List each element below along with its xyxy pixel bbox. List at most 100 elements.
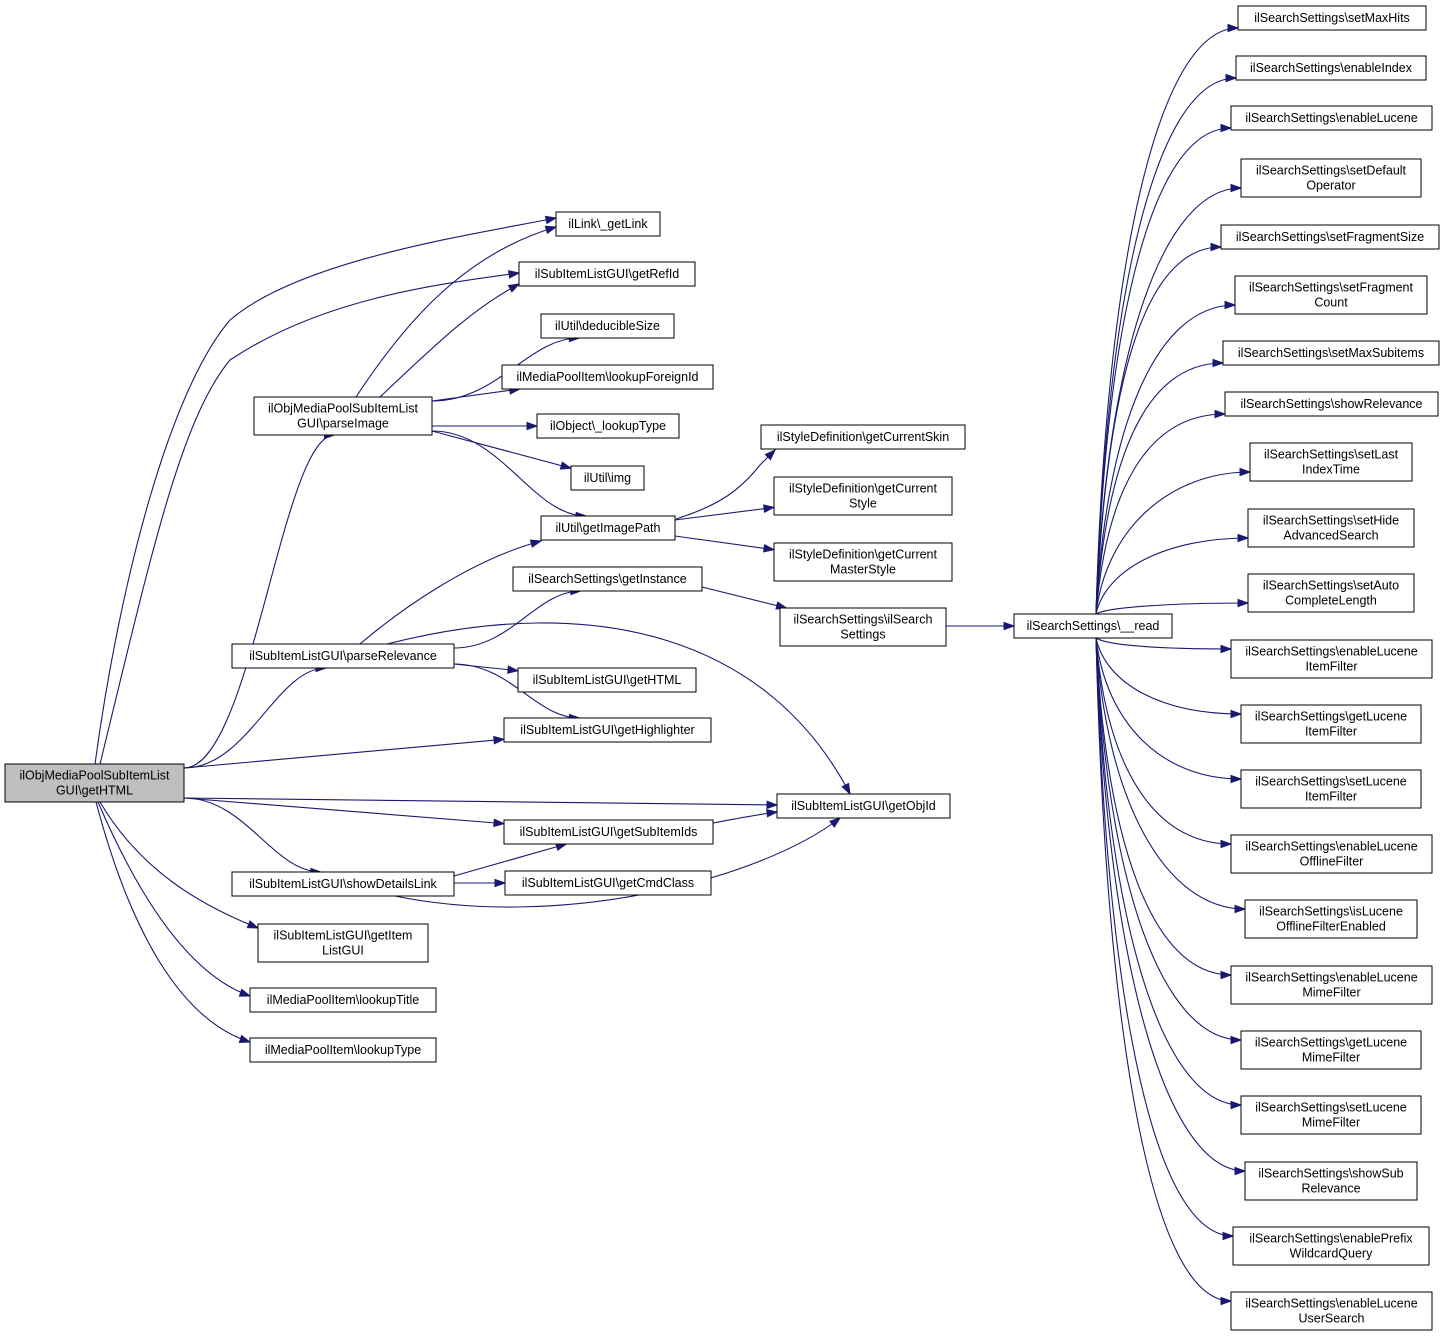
edge-root-to-getLink	[94, 215, 558, 765]
node-label-line: Relevance	[1301, 1182, 1360, 1196]
node-subGetHTML[interactable]: ilSubItemListGUI\getHTML	[517, 667, 697, 693]
node-read[interactable]: ilSearchSettings\__read	[1013, 613, 1173, 639]
node-label-line: MasterStyle	[830, 563, 896, 577]
node-label-line: ilObject\_lookupType	[550, 419, 666, 433]
edge-read-to-setMaxSubitems	[1095, 358, 1225, 615]
node-label-line: UserSearch	[1299, 1312, 1365, 1326]
edge-root-to-parseImage	[183, 430, 336, 769]
edge-read-to-setLuceneMimeFilter	[1095, 637, 1243, 1110]
node-enableLucene[interactable]: ilSearchSettings\enableLucene	[1230, 105, 1433, 131]
node-label-line: CompleteLength	[1285, 594, 1377, 608]
node-label-line: WildcardQuery	[1290, 1247, 1373, 1261]
node-getObjId[interactable]: ilSubItemListGUI\getObjId	[776, 793, 951, 819]
node-lookupTitle[interactable]: ilMediaPoolItem\lookupTitle	[249, 987, 437, 1013]
node-setMaxSubitems[interactable]: ilSearchSettings\setMaxSubitems	[1222, 340, 1440, 366]
edge-read-to-getLuceneItemFilter	[1095, 637, 1243, 719]
edge-showDetailsLink-to-getCmdClass	[454, 878, 507, 888]
node-label-line: ilStyleDefinition\getCurrentSkin	[777, 430, 949, 444]
edge-root-to-lookupTitle	[97, 801, 252, 997]
node-label-line: ilSearchSettings\enableIndex	[1250, 61, 1413, 75]
edge-read-to-setLuceneItemFilter	[1095, 637, 1243, 784]
edge-read-to-enableLuceneUserSearch	[1095, 637, 1233, 1306]
edge-parseRelevance-to-getInstance	[453, 586, 583, 649]
node-showDetailsLink[interactable]: ilSubItemListGUI\showDetailsLink	[231, 871, 455, 897]
edge-parseRelevance-to-subGetHTML	[453, 663, 520, 674]
edge-getImagePath-to-getCurrentSkin	[675, 448, 777, 520]
edge-parseImage-to-getImagePath	[431, 430, 588, 521]
node-label-line: ilSubItemListGUI\getItem	[274, 929, 413, 943]
edge-parseRelevance-to-getObjId	[386, 622, 851, 796]
node-label-line: ilSearchSettings\ilSearch	[794, 613, 933, 627]
node-enablePrefixWildcardQuery[interactable]: ilSearchSettings\enablePrefixWildcardQue…	[1232, 1226, 1430, 1266]
node-label-line: ilSubItemListGUI\getObjId	[791, 799, 936, 813]
node-label-line: Operator	[1306, 179, 1355, 193]
node-getRefId[interactable]: ilSubItemListGUI\getRefId	[518, 261, 696, 287]
edge-read-to-setFragmentCount	[1095, 300, 1237, 615]
node-enableLuceneOfflineFilter[interactable]: ilSearchSettings\enableLuceneOfflineFilt…	[1230, 834, 1433, 874]
node-lookupForeignId[interactable]: ilMediaPoolItem\lookupForeignId	[501, 364, 714, 390]
edge-read-to-enableIndex	[1095, 73, 1238, 615]
edge-root-to-getRefId	[99, 270, 521, 765]
node-label-line: ilSubItemListGUI\showDetailsLink	[249, 877, 437, 891]
node-getCurrentSkin[interactable]: ilStyleDefinition\getCurrentSkin	[760, 424, 966, 450]
node-label-line: ilSubItemListGUI\parseRelevance	[249, 649, 437, 663]
edge-getImagePath-to-getCurrentStyle	[674, 504, 776, 521]
edge-read-to-isLuceneOfflineFilterEnabled	[1095, 637, 1247, 914]
node-getImagePath[interactable]: ilUtil\getImagePath	[540, 515, 676, 541]
node-isLuceneOfflineFilterEnabled[interactable]: ilSearchSettings\isLuceneOfflineFilterEn…	[1244, 899, 1418, 939]
node-parseRelevance[interactable]: ilSubItemListGUI\parseRelevance	[231, 643, 455, 669]
edge-root-to-getHighlighter	[183, 735, 506, 769]
node-showRelevance[interactable]: ilSearchSettings\showRelevance	[1224, 391, 1439, 417]
node-label-line: ilMediaPoolItem\lookupForeignId	[516, 370, 698, 384]
edge-parseImage-to-getRefId	[379, 283, 521, 398]
node-label-line: ilSearchSettings\isLucene	[1259, 905, 1403, 919]
edge-read-to-setAutoCompleteLength	[1095, 598, 1250, 615]
node-lookupType[interactable]: ilMediaPoolItem\lookupType	[249, 1037, 437, 1063]
node-label-line: ilSearchSettings\setHide	[1263, 514, 1399, 528]
node-setMaxHits[interactable]: ilSearchSettings\setMaxHits	[1237, 5, 1427, 31]
edge-read-to-setMaxHits	[1095, 23, 1240, 615]
node-enableIndex[interactable]: ilSearchSettings\enableIndex	[1235, 55, 1427, 81]
edge-read-to-enablePrefixWildcardQuery	[1095, 637, 1235, 1241]
edge-parseImage-to-objLookupType	[432, 421, 539, 431]
node-getLink[interactable]: ilLink\_getLink	[555, 211, 661, 237]
node-label-line: ilLink\_getLink	[568, 217, 648, 231]
node-deducibleSize[interactable]: ilUtil\deducibleSize	[540, 313, 675, 339]
edge-read-to-showSubRelevance	[1095, 637, 1247, 1176]
node-label-line: ilSearchSettings\setMaxSubitems	[1238, 346, 1424, 360]
node-label-line: ItemFilter	[1305, 725, 1357, 739]
node-ctor[interactable]: ilSearchSettings\ilSearchSettings	[779, 607, 947, 647]
edge-read-to-enableLuceneItemFilter	[1095, 637, 1233, 654]
node-label-line: GUI\parseImage	[297, 417, 389, 431]
node-label-line: ilSubItemListGUI\getRefId	[535, 267, 680, 281]
node-getInstance[interactable]: ilSearchSettings\getInstance	[512, 566, 703, 592]
edge-root-to-getSubItemIds	[183, 797, 506, 828]
node-objLookupType[interactable]: ilObject\_lookupType	[536, 413, 680, 439]
node-img[interactable]: ilUtil\img	[570, 465, 645, 491]
node-getSubItemIds[interactable]: ilSubItemListGUI\getSubItemIds	[503, 819, 714, 845]
node-getHighlighter[interactable]: ilSubItemListGUI\getHighlighter	[503, 717, 712, 743]
node-label-line: Count	[1314, 296, 1348, 310]
node-setFragmentSize[interactable]: ilSearchSettings\setFragmentSize	[1220, 224, 1440, 250]
edge-getInstance-to-ctor	[701, 586, 788, 610]
node-getCmdClass[interactable]: ilSubItemListGUI\getCmdClass	[504, 870, 712, 896]
